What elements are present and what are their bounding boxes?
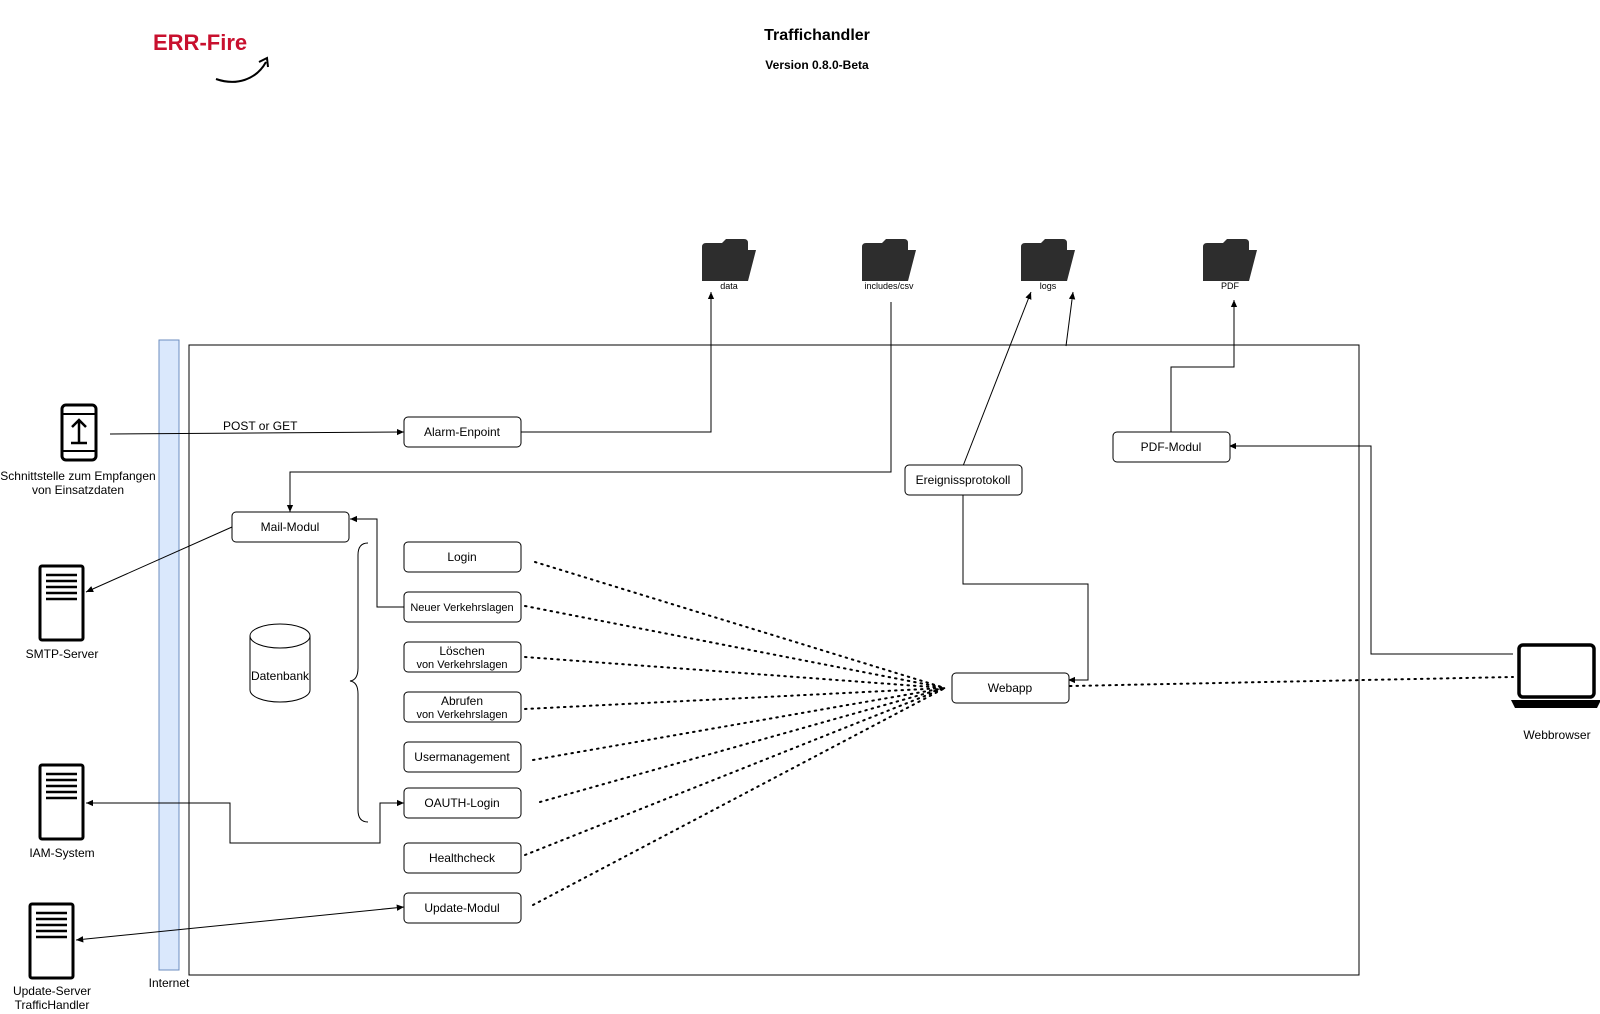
edge-pdfmodul-pdf xyxy=(1170,300,1238,432)
internet-label: Internet xyxy=(149,976,190,990)
webapp-label: Webapp xyxy=(988,681,1033,695)
update-server-label: Update-Server xyxy=(13,984,91,998)
interface-label-2: von Einsatzdaten xyxy=(32,483,124,497)
abrufen-verkehrslagen-box[interactable]: Abrufen von Verkehrslagen xyxy=(403,691,522,723)
database-icon xyxy=(249,636,311,703)
update-server[interactable]: Update-Server TrafficHandler xyxy=(13,902,91,1012)
edge-ereignis-logs xyxy=(962,291,1032,467)
application-boundary xyxy=(188,344,1360,976)
edge-csv-mail xyxy=(286,302,892,512)
update-server-label-2: TrafficHandler xyxy=(15,998,90,1012)
login-box[interactable]: Login xyxy=(403,541,522,573)
pdf-modul-label: PDF-Modul xyxy=(1141,440,1202,454)
edge-ereignis-webapp xyxy=(962,494,1089,684)
update-modul-box[interactable]: Update-Modul xyxy=(403,892,522,924)
logo-swoosh-icon xyxy=(215,61,267,83)
webbrowser-label: Webbrowser xyxy=(1523,728,1590,742)
webapp-connections xyxy=(524,561,1514,906)
abrufen-label: Abrufen xyxy=(441,694,483,708)
neuer-verkehrslagen-box[interactable]: Neuer Verkehrslagen xyxy=(403,591,522,623)
datenbank[interactable]: Datenbank xyxy=(249,623,311,703)
smartphone-icon xyxy=(60,403,98,462)
server-icon xyxy=(38,564,85,642)
folder-label: includes/csv xyxy=(864,281,914,291)
folder-label: PDF xyxy=(1221,281,1240,291)
loeschen-verkehrslagen-box[interactable]: Löschen von Verkehrslagen xyxy=(403,641,522,673)
logo-text: ERR-Fire xyxy=(153,30,247,55)
interface-device[interactable]: Schnittstelle zum Empfangen von Einsatzd… xyxy=(0,403,156,497)
loeschen-label: Löschen xyxy=(439,644,484,658)
err-fire-logo: ERR-Fire xyxy=(153,30,269,83)
folder-icon xyxy=(862,239,916,281)
abrufen-label-2: von Verkehrslagen xyxy=(416,709,507,721)
version-label: Version 0.8.0-Beta xyxy=(765,58,869,72)
iam-system[interactable]: IAM-System xyxy=(29,763,95,860)
folder-icon xyxy=(702,239,756,281)
mail-modul-label: Mail-Modul xyxy=(261,520,320,534)
smtp-label: SMTP-Server xyxy=(26,647,99,661)
folder-data[interactable]: data xyxy=(702,239,756,291)
page-title: Traffichandler xyxy=(764,27,870,44)
edge-browser-pdf xyxy=(1229,442,1513,655)
folder-logs[interactable]: logs xyxy=(1021,239,1075,291)
smtp-server[interactable]: SMTP-Server xyxy=(26,564,99,661)
edge-alarm-data xyxy=(521,292,715,433)
edge-mail-smtp xyxy=(85,526,233,593)
edge-post-get xyxy=(109,428,405,436)
mail-modul-box[interactable]: Mail-Modul xyxy=(231,511,350,543)
folder-label: logs xyxy=(1040,281,1057,291)
server-icon xyxy=(38,763,85,841)
login-label: Login xyxy=(447,550,476,564)
edge-oauth-iam xyxy=(86,799,404,844)
ereignissprotokoll-box[interactable]: Ereignissprotokoll xyxy=(904,464,1023,496)
oauth-login-box[interactable]: OAUTH-Login xyxy=(403,787,522,819)
neuer-verkehrslagen-label: Neuer Verkehrslagen xyxy=(410,602,513,614)
edge-neuer-mail xyxy=(350,515,404,608)
usermanagement-label: Usermanagement xyxy=(414,750,510,764)
folder-label: data xyxy=(720,281,738,291)
folder-icon xyxy=(1203,239,1257,281)
edge-update xyxy=(75,904,405,943)
healthcheck-box[interactable]: Healthcheck xyxy=(403,842,522,874)
oauth-login-label: OAUTH-Login xyxy=(424,796,499,810)
server-icon xyxy=(28,902,75,980)
datenbank-label: Datenbank xyxy=(251,669,310,683)
folder-icon xyxy=(1021,239,1075,281)
iam-label: IAM-System xyxy=(29,846,94,860)
ereignissprotokoll-label: Ereignissprotokoll xyxy=(916,473,1011,487)
pdf-modul-box[interactable]: PDF-Modul xyxy=(1112,431,1231,463)
interface-label: Schnittstelle zum Empfangen xyxy=(0,469,155,483)
usermanagement-box[interactable]: Usermanagement xyxy=(403,741,522,773)
logo-arrow-icon xyxy=(258,56,269,68)
webapp-box[interactable]: Webapp xyxy=(951,672,1070,704)
module-group-brace xyxy=(349,542,369,823)
folder-pdf[interactable]: PDF xyxy=(1203,239,1257,291)
upload-icon xyxy=(71,418,87,445)
webbrowser[interactable]: Webbrowser xyxy=(1511,643,1600,742)
folder-includes-csv[interactable]: includes/csv xyxy=(862,239,916,291)
alarm-endpoint-label: Alarm-Enpoint xyxy=(424,425,501,439)
laptop-icon xyxy=(1517,643,1596,699)
healthcheck-label: Healthcheck xyxy=(429,851,496,865)
post-get-label: POST or GET xyxy=(223,419,298,433)
alarm-endpoint-box[interactable]: Alarm-Enpoint xyxy=(403,416,522,448)
internet-bar xyxy=(158,339,180,971)
update-modul-label: Update-Modul xyxy=(424,901,499,915)
loeschen-label-2: von Verkehrslagen xyxy=(416,659,507,671)
edge-boundary-logs xyxy=(1065,291,1076,347)
